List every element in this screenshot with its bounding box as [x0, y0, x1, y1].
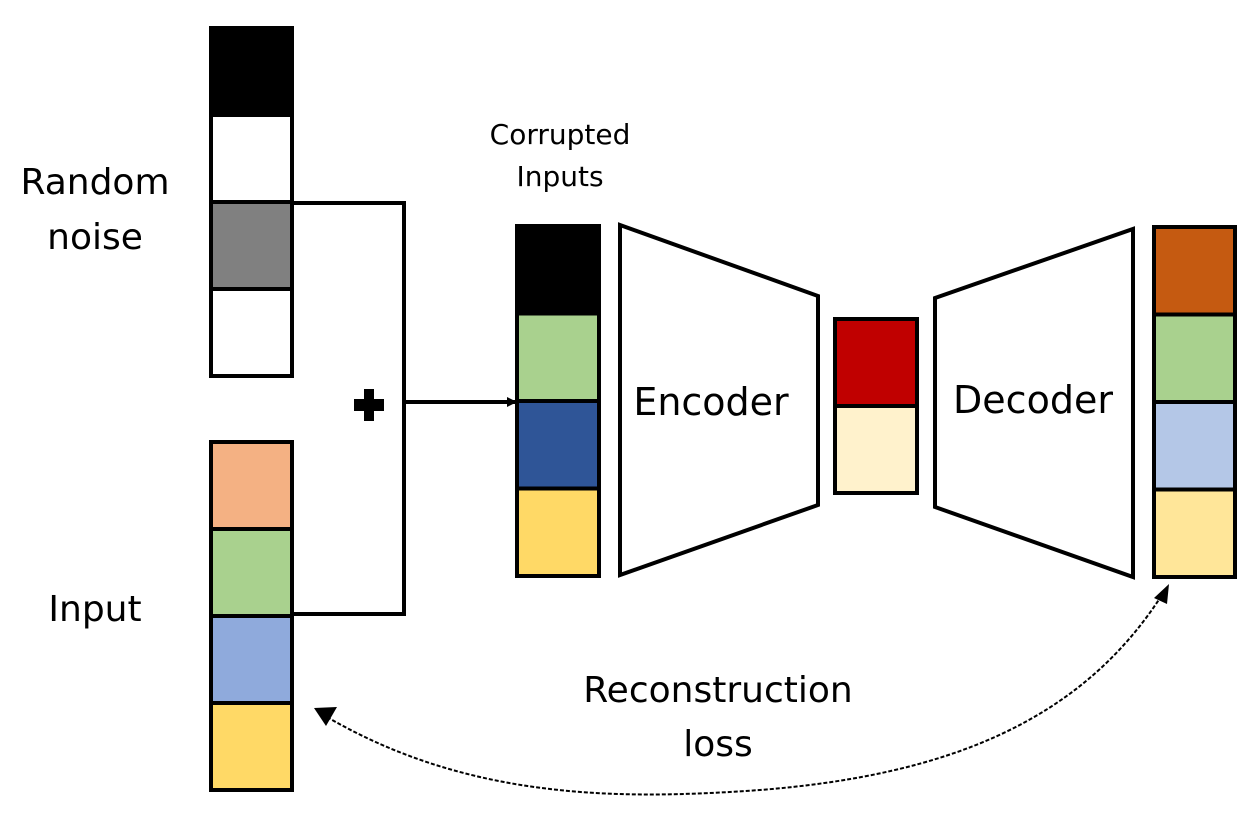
decoder-block: [933, 226, 1135, 580]
random-noise-cell-3: [209, 200, 294, 291]
input-cell-1: [209, 440, 294, 531]
random-noise-cell-2: [209, 113, 294, 204]
random-noise-cell-4: [209, 287, 294, 378]
input-cell-3: [209, 614, 294, 705]
corrupted-inputs-cell-3: [515, 399, 601, 491]
random-noise-cell-1: [209, 26, 294, 117]
reconstruction-cell-1: [1152, 225, 1237, 317]
encoder-block: [618, 222, 820, 578]
corrupted-inputs-cell-4: [515, 486, 601, 578]
reconstruction-loss-curve: [326, 597, 1161, 796]
reconstruction-loss-label-line1: Reconstruction: [583, 670, 852, 711]
input-cell-4: [209, 701, 294, 792]
random-noise-label-line2: noise: [47, 217, 143, 258]
corrupted-inputs-vector: [515, 224, 601, 578]
input-vector: [209, 440, 294, 792]
reconstruction-cell-3: [1152, 400, 1237, 492]
corrupted-inputs-label-line2: Inputs: [516, 160, 603, 193]
corrupted-inputs-cell-1: [515, 224, 601, 316]
random-noise-vector: [209, 26, 294, 378]
latent-cell-1: [833, 317, 919, 408]
corrupted-inputs-label-line1: Corrupted: [490, 118, 631, 151]
corrupted-inputs-cell-2: [515, 311, 601, 403]
input-cell-2: [209, 527, 294, 618]
plus-icon: [354, 389, 384, 421]
encoder-label: Encoder: [633, 380, 789, 424]
loss-arrowhead-right-icon: [1154, 584, 1169, 604]
decoder-label: Decoder: [953, 378, 1113, 422]
noise-connector-line: [292, 201, 406, 616]
latent-code-vector: [833, 317, 919, 495]
random-noise-label-line1: Random: [20, 162, 169, 203]
reconstruction-loss-label-line2: loss: [683, 724, 753, 765]
reconstruction-cell-2: [1152, 312, 1237, 404]
loss-arrowhead-left-icon: [314, 707, 337, 726]
reconstruction-cell-4: [1152, 487, 1237, 579]
latent-cell-2: [833, 404, 919, 495]
reconstruction-vector: [1152, 225, 1237, 579]
input-label: Input: [48, 589, 141, 630]
